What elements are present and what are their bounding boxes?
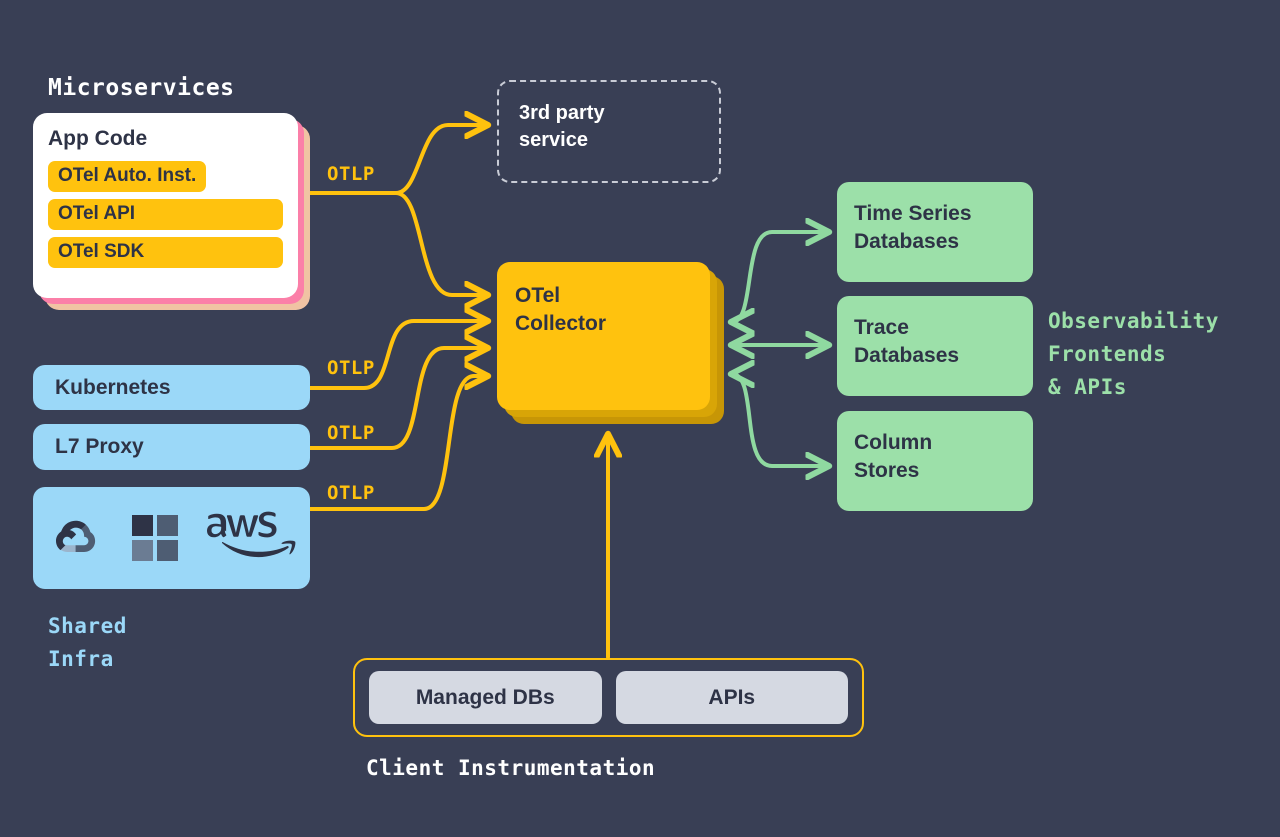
- shared-infra-item-cloud-providers[interactable]: [33, 487, 310, 589]
- otel-auto-instrumentation-bar[interactable]: OTel Auto. Inst.: [48, 161, 207, 192]
- shared-infra-item-l7-proxy[interactable]: L7 Proxy: [33, 424, 310, 470]
- microservices-card[interactable]: App Code OTel Auto. Inst. OTel API OTel …: [33, 113, 310, 310]
- backend-column-stores[interactable]: Column Stores: [837, 411, 1033, 511]
- wire-microservices-to-collector: [394, 191, 487, 295]
- backend-time-series-databases[interactable]: Time Series Databases: [837, 182, 1033, 282]
- google-cloud-logo: [55, 520, 95, 552]
- backend-trace-databases[interactable]: Trace Databases: [837, 296, 1033, 396]
- otlp-label-l7proxy: OTLP: [327, 422, 375, 444]
- otel-sdk-bar[interactable]: OTel SDK: [48, 236, 283, 268]
- wire-collector-timeseries: [732, 232, 828, 322]
- shared-infra-group-label: Shared Infra: [48, 614, 127, 671]
- shared-infra-item-kubernetes[interactable]: Kubernetes: [33, 365, 310, 410]
- microservices-group-label: Microservices: [48, 75, 235, 101]
- client-instrumentation-pill-managed-dbs[interactable]: Managed DBs: [369, 671, 602, 724]
- otel-api-bar[interactable]: OTel API: [48, 198, 283, 230]
- app-code-title: App Code: [48, 127, 148, 150]
- aws-logo: [206, 511, 295, 558]
- azure-logo: [131, 515, 178, 561]
- otlp-label-kubernetes: OTLP: [327, 357, 375, 379]
- otel-collector-node[interactable]: OTel Collector: [497, 262, 725, 424]
- otlp-label-microservices: OTLP: [327, 163, 375, 185]
- observability-frontends-label: Observability Frontends & APIs: [1048, 309, 1219, 399]
- app-code-card[interactable]: App Code OTel Auto. Inst. OTel API OTel …: [33, 113, 298, 298]
- client-instrumentation-group-label: Client Instrumentation: [366, 756, 656, 780]
- otel-collector-label[interactable]: OTel Collector: [497, 262, 710, 410]
- client-instrumentation-pill-apis[interactable]: APIs: [615, 671, 848, 724]
- client-instrumentation-box[interactable]: Managed DBs APIs: [353, 658, 864, 737]
- third-party-service-box[interactable]: 3rd party service: [497, 80, 721, 183]
- wire-collector-columns: [732, 374, 828, 466]
- otlp-label-clouds: OTLP: [327, 482, 375, 504]
- wire-microservices-to-3rd-party: [394, 125, 487, 195]
